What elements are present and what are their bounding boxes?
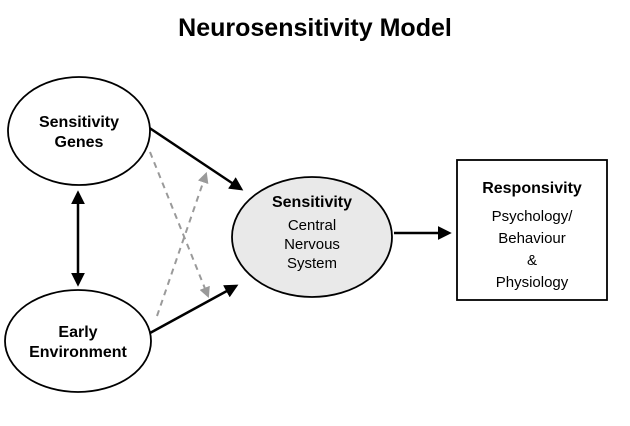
cns-node [231, 176, 393, 298]
arrow-environment-to-cns [149, 284, 239, 335]
cns-label-line2: Nervous [284, 236, 340, 253]
arrow-genes-to-cns [147, 125, 244, 191]
dashed-arrow-environment-to-upper-path [156, 171, 209, 317]
sensitivity-genes-label-line2: Genes [55, 134, 104, 151]
cns-heading: Sensitivity [272, 194, 352, 211]
responsivity-heading: Responsivity [482, 180, 582, 197]
early-environment-node [4, 289, 152, 393]
responsivity-label-line4: Physiology [496, 274, 569, 291]
cns-label-line3: System [287, 255, 337, 272]
early-environment-label-line1: Early [58, 324, 97, 341]
sensitivity-genes-node [7, 76, 151, 186]
responsivity-label-line3: & [527, 252, 537, 269]
early-environment-label-line2: Environment [29, 344, 127, 361]
sensitivity-genes-label-line1: Sensitivity [39, 114, 119, 131]
responsivity-label-line1: Psychology/ [492, 208, 574, 225]
responsivity-label-line2: Behaviour [498, 230, 566, 247]
responsivity-node [456, 159, 608, 301]
cns-label-line1: Central [288, 217, 336, 234]
dashed-arrow-genes-to-lower-path [149, 151, 210, 299]
diagram-title: Neurosensitivity Model [178, 14, 452, 42]
